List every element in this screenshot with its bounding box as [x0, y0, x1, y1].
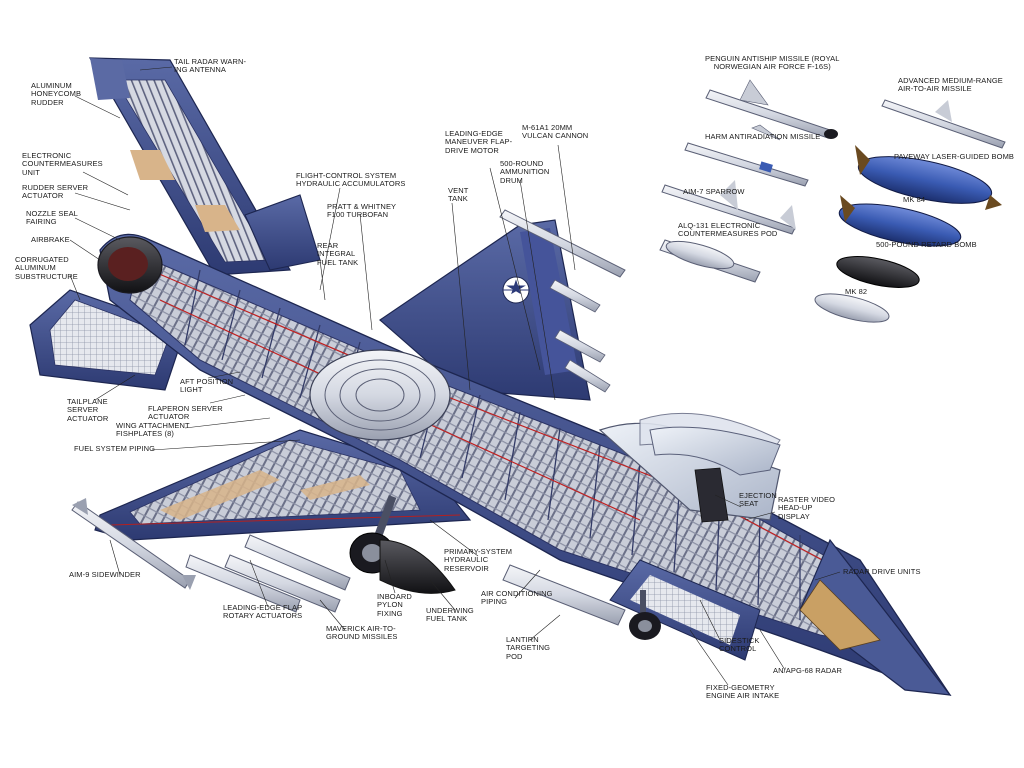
label-corrugated: CORRUGATED ALUMINUM SUBSTRUCTURE: [15, 255, 78, 281]
label-underwing-tank: UNDERWING FUEL TANK: [426, 606, 474, 624]
mk84-bomb: [838, 195, 962, 247]
aim7-sparrow: [661, 180, 796, 235]
label-mk82: MK 82: [845, 287, 868, 296]
label-air-cond: AIR CONDITIONING PIPING: [481, 589, 553, 607]
label-le-rotary: LEADING-EDGE FLAP ROTARY ACTUATORS: [223, 603, 303, 621]
nose-gear: [629, 590, 661, 640]
label-tail-radar: TAIL RADAR WARN- ING ANTENNA: [174, 57, 247, 75]
aim9-sidewinder: [71, 498, 196, 590]
label-rudder-servo: RUDDER SERVER ACTUATOR: [22, 183, 89, 201]
label-maverick: MAVERICK AIR-TO- GROUND MISSILES: [326, 624, 398, 642]
right-wing-stores: [549, 279, 611, 393]
label-harm: HARM ANTIRADIATION MISSILE: [705, 132, 821, 141]
label-le-motor: LEADING-EDGE MANEUVER FLAP- DRIVE MOTOR: [445, 129, 513, 155]
leader-lines: [69, 66, 841, 686]
penguin-missile: [705, 79, 838, 141]
label-aim7: AIM-7 SPARROW: [683, 187, 745, 196]
label-wing-attach: WING ATTACHMENT FISHPLATES (8): [116, 421, 190, 439]
label-amraam: ADVANCED MEDIUM-RANGE AIR-TO-AIR MISSILE: [898, 76, 1003, 94]
alq131-pod: [659, 239, 761, 283]
retard-bomb: [836, 256, 920, 288]
label-penguin: PENGUIN ANTISHIP MISSILE (ROYAL NORWEGIA…: [705, 54, 840, 72]
label-mk84: MK 84: [903, 195, 926, 204]
label-flaperon: FLAPERON SERVER ACTUATOR: [148, 404, 223, 422]
label-alq131: ALQ-131 ELECTRONIC COUNTERMEASURES POD: [678, 221, 778, 239]
label-ecm-unit: ELECTRONIC COUNTERMEASURES UNIT: [22, 151, 103, 177]
paveway-bomb: [855, 145, 1002, 210]
tail-fin: [88, 57, 291, 276]
label-fixed-intake: FIXED-GEOMETRY ENGINE AIR INTAKE: [706, 683, 780, 701]
label-ejection: EJECTION SEAT: [739, 491, 777, 509]
amraam-missile: [881, 99, 1006, 149]
mk82-bomb: [814, 293, 890, 323]
maverick-missiles: [185, 534, 351, 613]
label-retard: 500-POUND RETARD BOMB: [876, 240, 977, 249]
label-rear-fuel: REAR INTEGRAL FUEL TANK: [317, 241, 359, 267]
label-nozzle: NOZZLE SEAL FAIRING: [26, 209, 78, 227]
label-paveway: PAVEWAY LASER-GUIDED BOMB: [894, 152, 1015, 161]
harm-missile: [684, 142, 809, 187]
label-inboard-pylon: INBOARD PYLON FIXING: [377, 592, 412, 618]
fuselage: [97, 233, 952, 697]
lantirn-pod: [502, 564, 626, 626]
label-lantirn: LANTIRN TARGETING POD: [506, 635, 551, 661]
label-hud: RASTER VIDEO HEAD-UP DISPLAY: [778, 495, 836, 521]
label-fc-hydraulic: FLIGHT-CONTROL SYSTEM HYDRAULIC ACCUMULA…: [296, 171, 406, 189]
label-sidestick: SIDESTICK CONTROL: [719, 636, 760, 654]
underwing-fuel-tank: [379, 539, 456, 594]
label-pratt: PRATT & WHITNEY F100 TURBOFAN: [327, 202, 397, 220]
label-aim9: AIM-9 SIDEWINDER: [69, 570, 141, 579]
left-tailplane: [29, 289, 186, 391]
label-tailplane-servo: TAILPLANE SERVER ACTUATOR: [67, 397, 109, 423]
label-airbrake: AIRBRAKE: [31, 235, 70, 244]
label-apg68: AN/APG-68 RADAR: [773, 666, 843, 675]
label-radar-drive: RADAR DRIVE UNITS: [843, 567, 921, 576]
label-rudder: ALUMINUM HONEYCOMB RUDDER: [31, 81, 82, 107]
label-vulcan: M-61A1 20MM VULCAN CANNON: [522, 123, 589, 141]
label-fuel-piping: FUEL SYSTEM PIPING: [74, 444, 156, 453]
label-aft-light: AFT POSITION LIGHT: [180, 377, 234, 395]
label-ammo-drum: 500-ROUND AMMUNITION DRUM: [500, 159, 550, 185]
label-primary-hydraulic: PRIMARY-SYSTEM HYDRAULIC RESERVOIR: [444, 547, 513, 573]
label-vent-tank: VENT TANK: [448, 186, 469, 204]
